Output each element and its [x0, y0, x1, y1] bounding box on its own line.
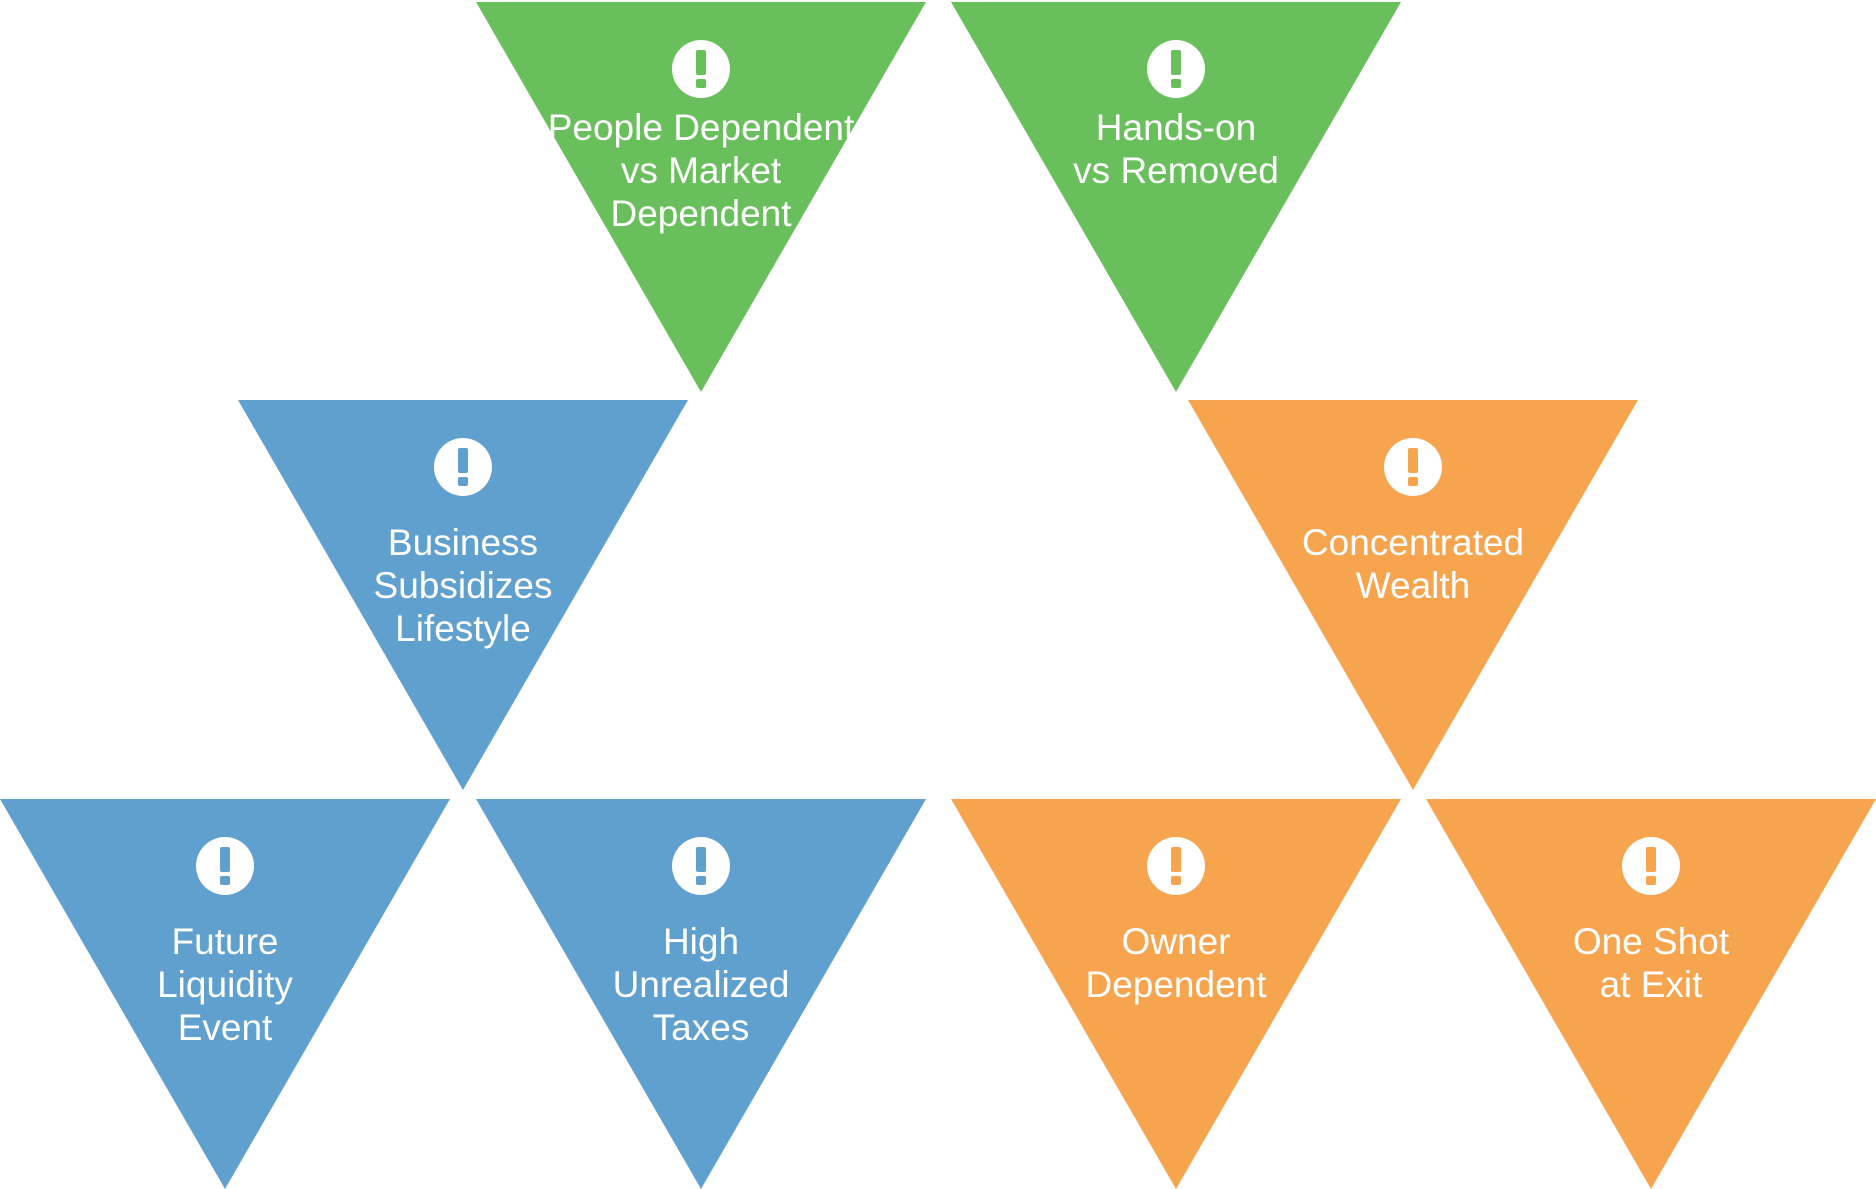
- exclamation-circle-icon: [1622, 837, 1680, 895]
- triangle-label-line: Owner: [1122, 921, 1231, 962]
- triangle-label-line: Concentrated: [1302, 522, 1524, 563]
- triangle-label-line: at Exit: [1600, 964, 1704, 1005]
- triangle-shape: [238, 400, 688, 790]
- triangle-label-line: vs Removed: [1073, 150, 1279, 191]
- triangle-shape: [951, 2, 1401, 392]
- exclamation-circle-icon: [434, 438, 492, 496]
- triangle-shape: [951, 799, 1401, 1189]
- triangle-shape: [1426, 799, 1876, 1189]
- triangle-shape: [476, 799, 926, 1189]
- exclamation-circle-icon: [196, 837, 254, 895]
- triangle-label-line: Future: [172, 921, 279, 962]
- triangle-label-line: Dependent: [610, 193, 792, 234]
- triangle-shape: [0, 799, 450, 1189]
- triangle-label-line: vs Market: [621, 150, 782, 191]
- triangle-shape: [476, 2, 926, 392]
- triangle-label-line: High: [663, 921, 739, 962]
- triangle-label-line: Wealth: [1356, 565, 1471, 606]
- triangle-label-line: Dependent: [1085, 964, 1267, 1005]
- triangle-label-line: Liquidity: [157, 964, 293, 1005]
- triangle-label-line: Subsidizes: [374, 565, 553, 606]
- triangle-label-line: People Dependent: [548, 107, 855, 148]
- triangle-label-line: Taxes: [653, 1007, 750, 1048]
- triangle-label-line: Hands-on: [1096, 107, 1256, 148]
- exclamation-circle-icon: [672, 40, 730, 98]
- exclamation-circle-icon: [1384, 438, 1442, 496]
- triangle-label-line: Unrealized: [613, 964, 790, 1005]
- triangle-label-line: Lifestyle: [395, 608, 531, 649]
- exclamation-circle-icon: [672, 837, 730, 895]
- triangle-label-line: Event: [178, 1007, 273, 1048]
- exclamation-circle-icon: [1147, 837, 1205, 895]
- triangle-label-line: Business: [388, 522, 538, 563]
- exclamation-circle-icon: [1147, 40, 1205, 98]
- triangle-label-line: One Shot: [1573, 921, 1730, 962]
- triangle-shape: [1188, 400, 1638, 790]
